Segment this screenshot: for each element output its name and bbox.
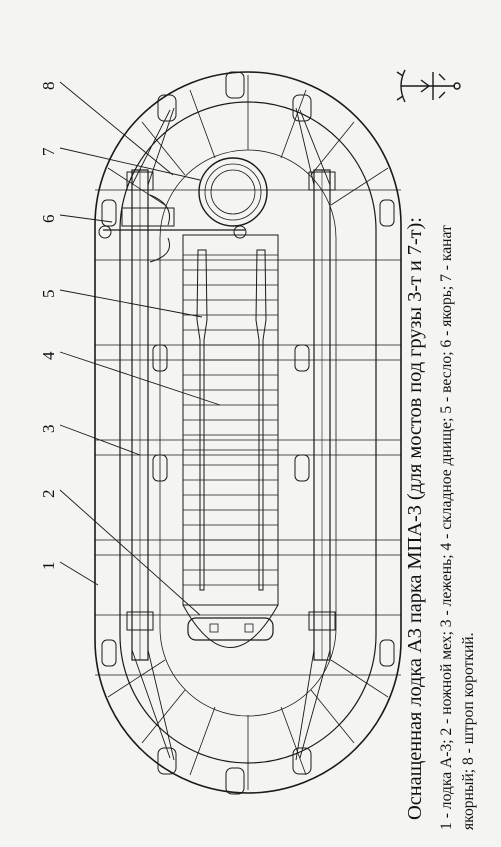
anchor-emblem-icon (396, 69, 461, 103)
callout-2: 2 (39, 490, 58, 499)
callout-7: 7 (39, 147, 58, 156)
right-beam (313, 169, 331, 661)
callout-leaders (59, 81, 221, 616)
boat-hull-outer (94, 71, 402, 794)
folding-bottom-slats (183, 254, 278, 586)
callout-1: 1 (39, 562, 58, 571)
bow-ribs (107, 75, 389, 206)
callout-3: 3 (39, 425, 58, 434)
anchor (98, 194, 247, 263)
callout-numbers: 8 7 6 5 4 3 2 1 (39, 82, 58, 571)
beam-brackets (126, 171, 336, 631)
oar-left (196, 249, 208, 591)
callout-8: 8 (39, 82, 58, 91)
callout-6: 6 (39, 215, 58, 224)
callout-4: 4 (39, 351, 58, 360)
boat-hull-inner (119, 101, 377, 764)
anchor-rope-coil (198, 157, 268, 227)
foot-pump (187, 617, 274, 641)
hull-fittings (101, 71, 395, 795)
oar-right (255, 249, 267, 591)
hull-cross-lines (95, 189, 401, 676)
stern-ribs (107, 659, 389, 790)
left-beam (131, 169, 149, 661)
callout-5: 5 (39, 290, 58, 299)
